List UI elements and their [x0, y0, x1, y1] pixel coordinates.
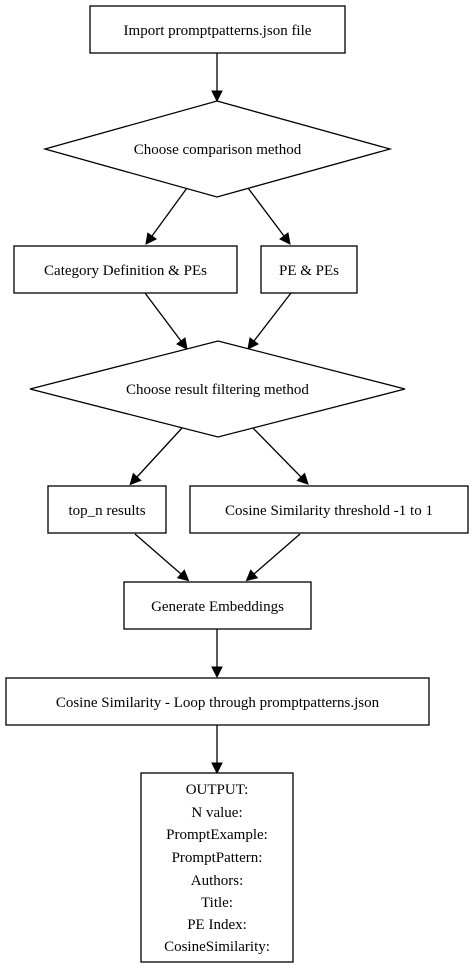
node-output-line-prompt-example: PromptExample: [166, 827, 268, 843]
node-output-line-n-value: N value: [191, 805, 242, 821]
node-output: OUTPUT: N value: PromptExample: PromptPa… [140, 772, 294, 963]
node-cosine-loop-label: Cosine Similarity - Loop through promptp… [56, 695, 380, 711]
edge-choose-comparison-to-category-def [145, 187, 188, 245]
node-category-def: Category Definition & PEs [13, 245, 238, 294]
node-output-line-pe-index: PE Index: [187, 917, 247, 933]
node-output-line-authors: Authors: [191, 873, 244, 889]
edge-choose-filter-to-cosine-threshold [252, 427, 309, 485]
node-top-n: top_n results [47, 485, 167, 534]
edge-import-to-choose-comparison [211, 53, 223, 103]
edge-choose-comparison-to-pe-pes [247, 187, 291, 245]
node-choose-comparison: Choose comparison method [42, 100, 393, 198]
edge-generate-embeddings-to-cosine-loop [211, 629, 223, 679]
node-pe-pes-label: PE & PEs [279, 263, 339, 279]
node-import: Import promptpatterns.json file [89, 5, 346, 54]
edges [129, 53, 309, 775]
node-output-line-prompt-pattern: PromptPattern: [172, 850, 263, 866]
node-choose-filter-label: Choose result filtering method [126, 382, 309, 398]
node-top-n-label: top_n results [68, 503, 145, 519]
node-output-line-title: Title: [201, 895, 233, 911]
node-import-label: Import promptpatterns.json file [124, 23, 312, 39]
node-cosine-threshold-label: Cosine Similarity threshold -1 to 1 [225, 503, 433, 519]
node-choose-comparison-label: Choose comparison method [134, 142, 302, 158]
edge-choose-filter-to-top-n [129, 427, 183, 486]
node-category-def-label: Category Definition & PEs [44, 263, 207, 279]
edge-cosine-threshold-to-generate-embeddings [245, 533, 301, 582]
node-output-line-output: OUTPUT: [186, 782, 249, 798]
node-cosine-loop: Cosine Similarity - Loop through promptp… [5, 677, 430, 726]
node-generate-embeddings-label: Generate Embeddings [151, 599, 284, 615]
edge-pe-pes-to-choose-filter [247, 292, 292, 350]
node-cosine-threshold: Cosine Similarity threshold -1 to 1 [189, 485, 469, 534]
node-output-line-cosine-similarity: CosineSimilarity: [164, 939, 270, 955]
edge-cosine-loop-to-output [211, 725, 223, 775]
node-pe-pes: PE & PEs [260, 245, 358, 294]
edge-category-def-to-choose-filter [144, 292, 188, 350]
node-generate-embeddings: Generate Embeddings [123, 581, 312, 630]
edge-top-n-to-generate-embeddings [134, 533, 190, 582]
node-choose-filter: Choose result filtering method [29, 340, 406, 438]
